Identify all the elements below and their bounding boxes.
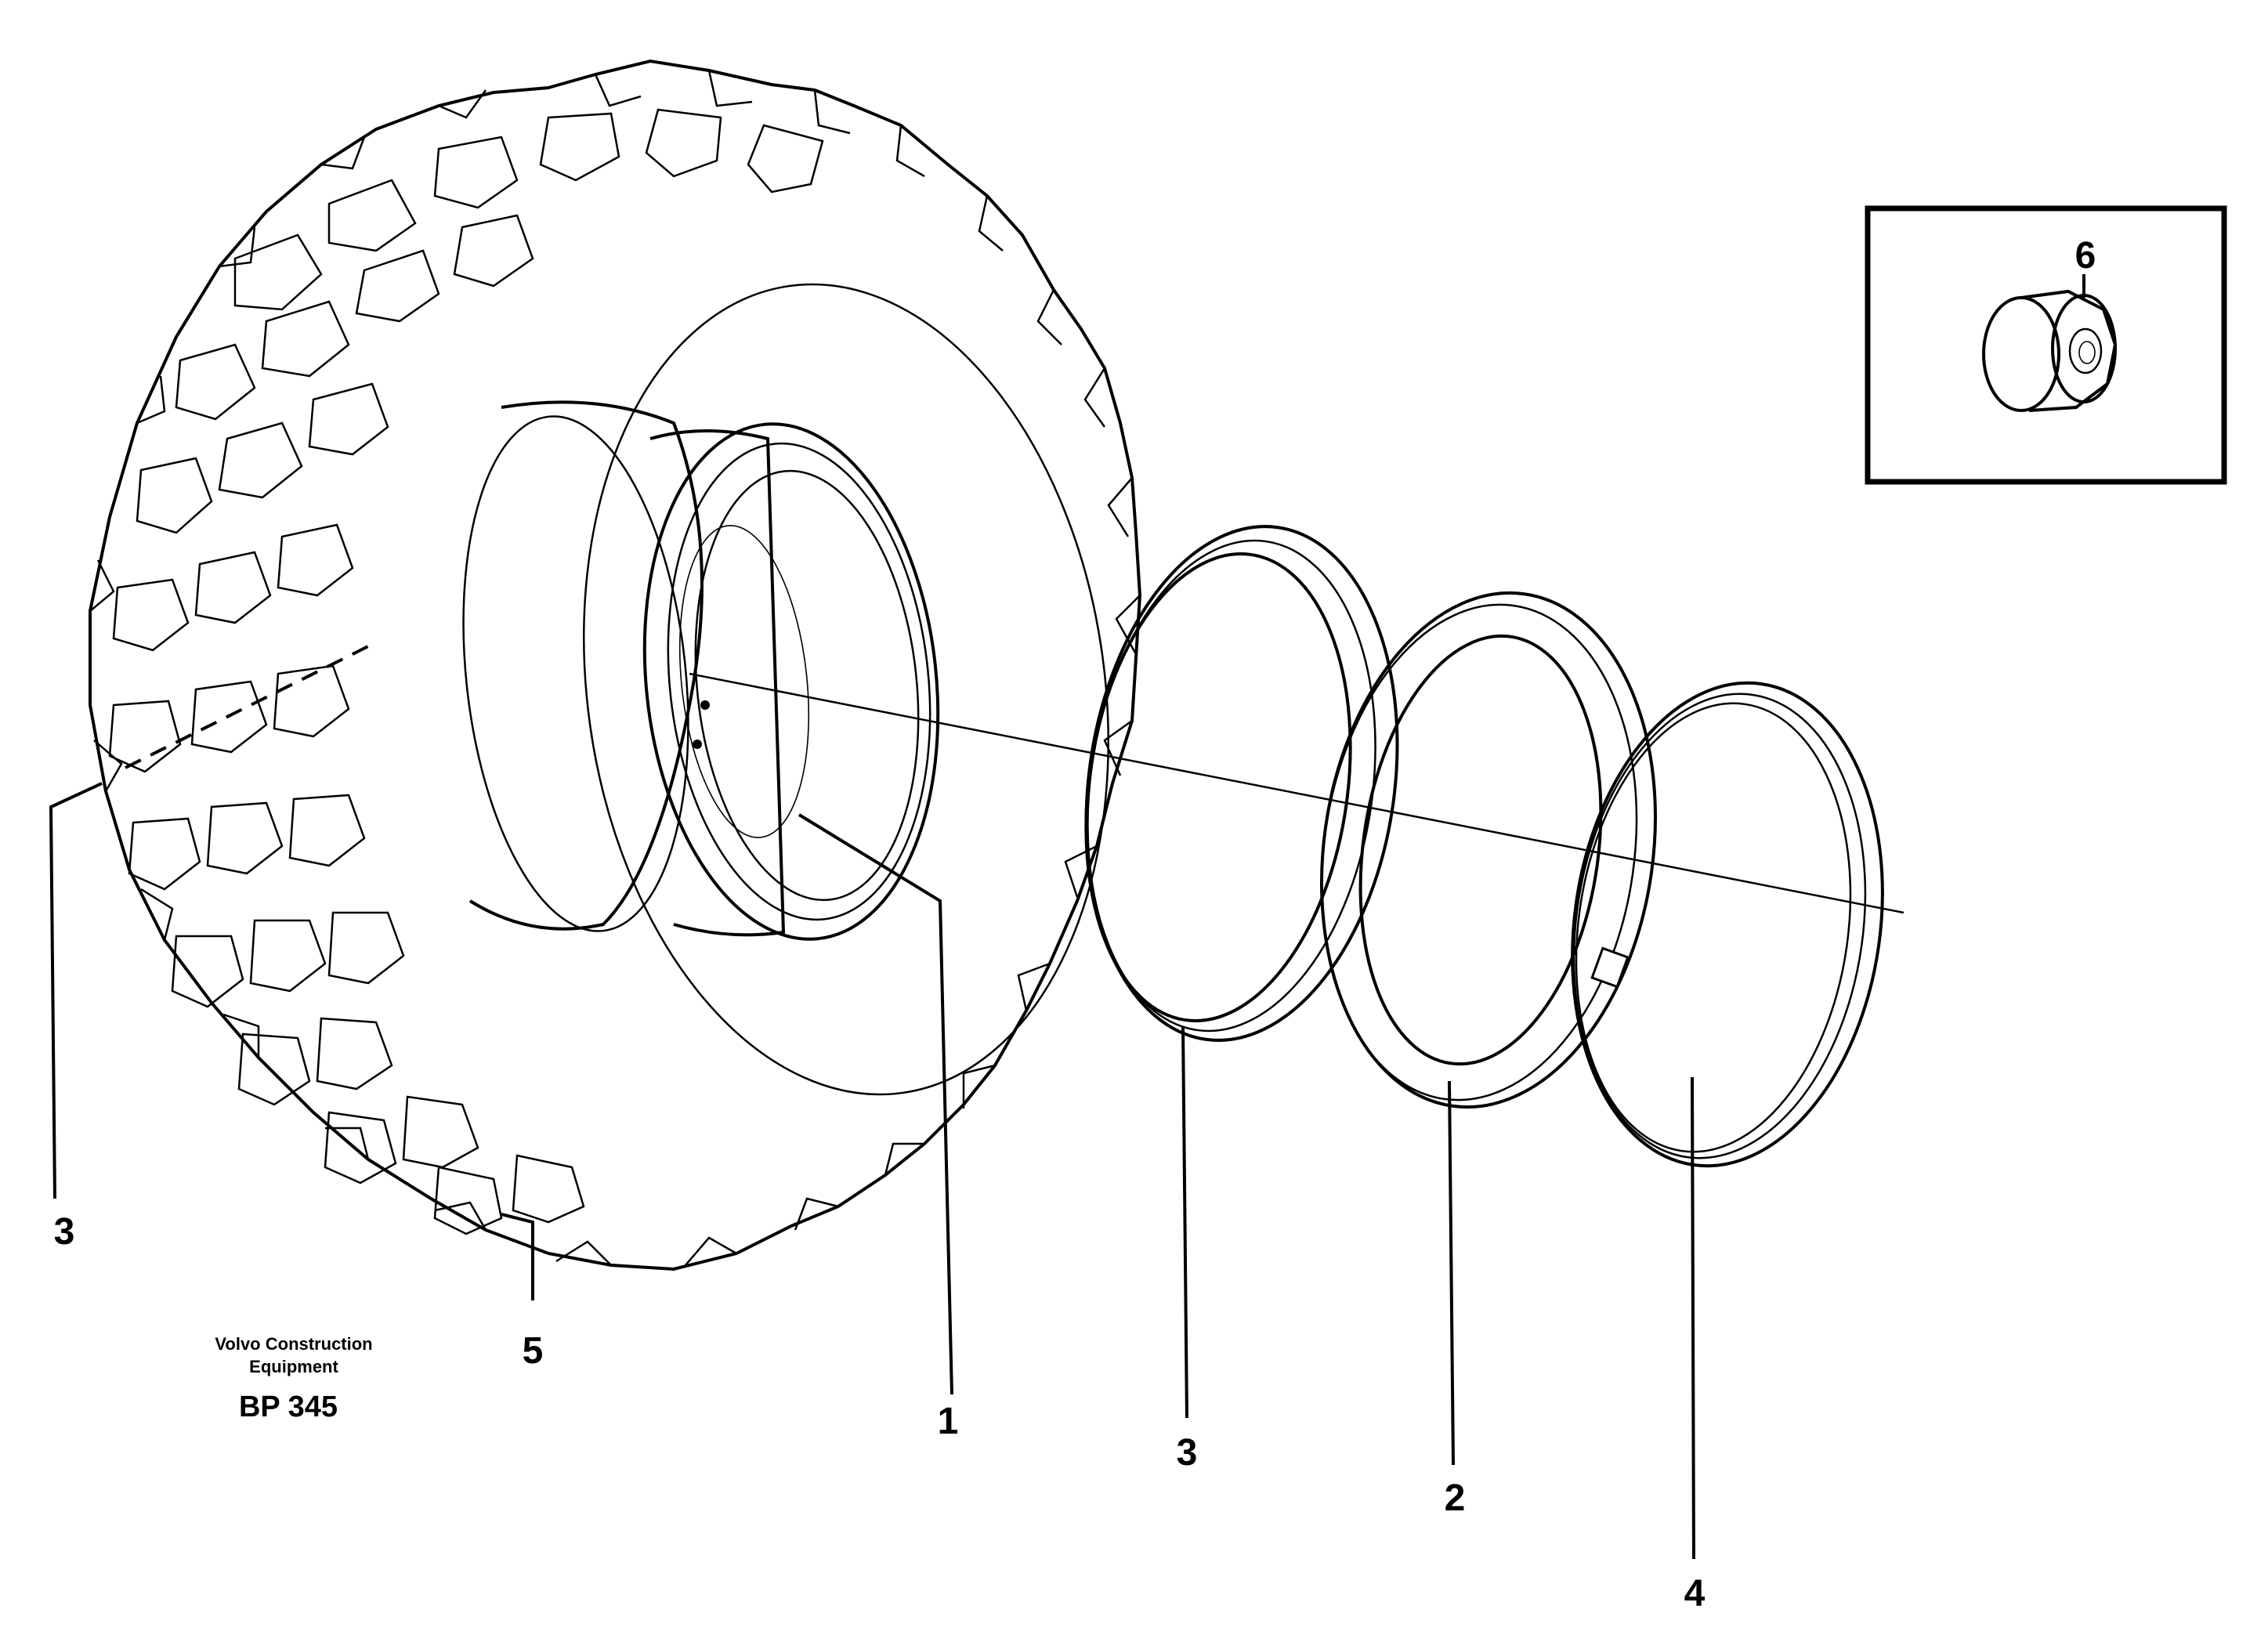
callout-6: 6 — [2075, 235, 2096, 277]
callout-1: 1 — [938, 1401, 959, 1442]
callout-3-tyre: 3 — [54, 1211, 75, 1253]
assembly-axis-line — [689, 672, 1904, 914]
callout-3-ring: 3 — [1177, 1432, 1198, 1474]
nut-detail-box — [1865, 205, 2227, 485]
lock-ring — [1571, 681, 1884, 1168]
seal-ring — [1084, 525, 1399, 1042]
tyre — [89, 59, 1142, 1271]
side-ring — [1320, 591, 1657, 1109]
brand-line-1: Volvo Construction — [215, 1334, 372, 1354]
drawing-code: BP 345 — [239, 1391, 338, 1423]
callout-5: 5 — [523, 1330, 544, 1372]
wheel-nut-icon — [1982, 289, 2118, 412]
brand-line-2: Equipment — [249, 1357, 338, 1376]
callout-2: 2 — [1445, 1477, 1466, 1519]
callout-4: 4 — [1684, 1573, 1706, 1615]
leader-lines — [49, 274, 2085, 1560]
